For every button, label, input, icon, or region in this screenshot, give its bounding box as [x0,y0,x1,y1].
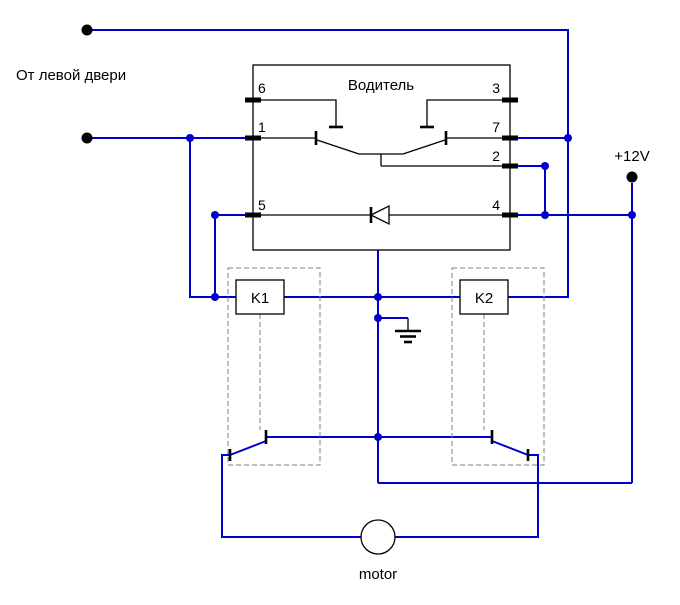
label-relay-k1: K1 [251,290,269,307]
diode-symbol [261,204,502,226]
motor-circle [360,519,396,555]
relay-k1 [227,267,321,466]
wire-motor-right-loop [395,454,539,538]
wire-pin2 [518,165,546,215]
junction-dot [541,211,549,219]
wire-k1-feed [189,138,236,298]
label-from-left-door: От левой двери [16,67,126,84]
pin-label-6: 6 [258,80,266,96]
wire-armature-left [229,440,267,456]
relay-k2-coil-box [459,279,509,315]
switch-right-throw-pin3 [426,99,502,127]
terminals [81,24,638,183]
wire-motor-left-loop [221,454,361,538]
relay-k2 [451,267,545,466]
junction-dot [374,433,382,441]
driver-unit-box [252,64,511,251]
switch-left-throw-pin6 [261,99,337,127]
pin-label-5: 5 [258,197,266,213]
ground-symbol [395,318,421,344]
pin-label-3: 3 [492,80,500,96]
terminal-door-wire-1 [81,24,93,36]
junction-dot [186,134,194,142]
wire-k2-feed [508,138,569,298]
driver-unit [245,64,518,251]
switch-contact-left [261,99,360,155]
switch-right-armature [402,139,446,155]
junction-dot [211,211,219,219]
label-relay-k2: K2 [475,290,493,307]
terminal-door-wire-2 [81,132,93,144]
junction-dot [211,293,219,301]
relay-contact-ticks [228,430,530,461]
wires [92,29,633,538]
relay-k1-coil-box [235,279,285,315]
label-supply-12v: +12V [614,148,649,165]
motor-symbol [360,519,396,555]
label-motor: motor [359,566,397,583]
junction-dot [374,293,382,301]
switch-left-armature [316,139,360,155]
pin-label-2: 2 [492,148,500,164]
terminal-supply-12v [626,171,638,183]
diode-triangle [369,204,390,226]
wire-junctions [186,134,636,441]
pin-label-7: 7 [492,119,500,135]
switch-common-link [359,153,502,167]
label-driver-unit: Водитель [348,77,414,94]
switch-contact-right [402,99,502,155]
pin-label-4: 4 [492,197,500,213]
junction-dot [628,211,636,219]
wire-door1-to-pin7-node [92,29,569,138]
pin-label-1: 1 [258,119,266,135]
junction-dot [564,134,572,142]
labels: От левой двери Водитель +12V K1 K2 motor… [16,67,650,583]
junction-dot [374,314,382,322]
wire-armature-right [491,440,529,456]
junction-dot [541,162,549,170]
